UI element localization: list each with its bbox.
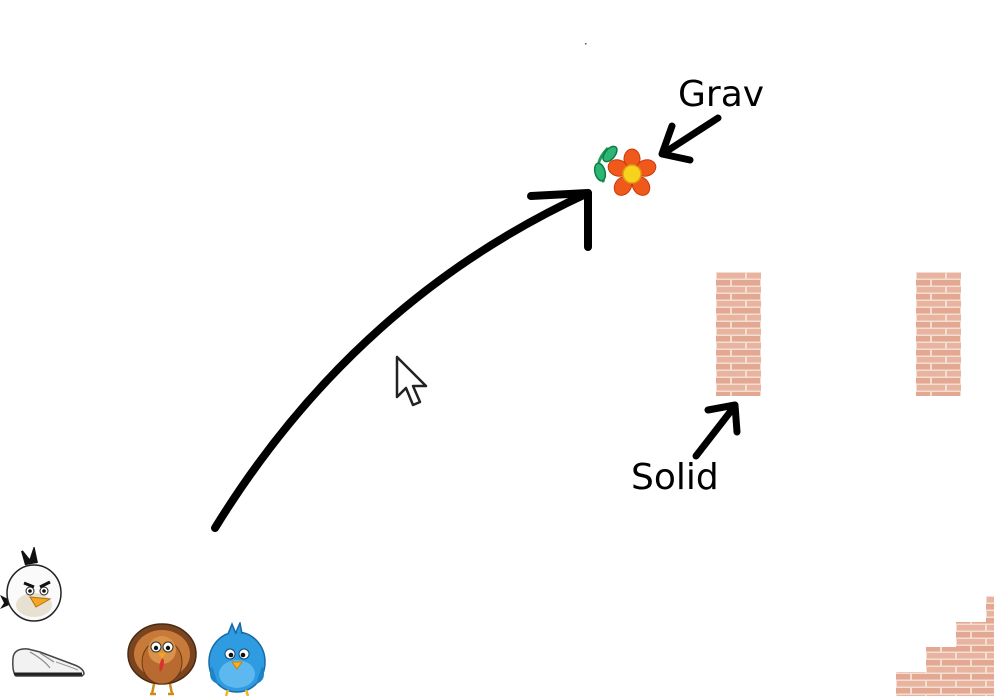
brick-wall-right[interactable] [916, 272, 961, 396]
turkey-icon[interactable] [126, 620, 198, 696]
brick-stairs[interactable] [896, 596, 994, 696]
solid-arrow-head [704, 401, 741, 436]
brick-wall-solid[interactable] [716, 272, 761, 396]
mouse-pointer-icon [395, 355, 433, 409]
trajectory-arc [211, 189, 592, 532]
solid-arrow-shaft [692, 403, 738, 460]
gravity-label: Grav [678, 74, 765, 115]
white-bird-icon[interactable] [0, 547, 64, 623]
trajectory-arrowhead [527, 189, 592, 251]
speck [585, 43, 587, 45]
flower-icon[interactable] [590, 140, 660, 202]
blue-bird-icon[interactable] [206, 622, 268, 696]
grav-arrow-head [658, 122, 694, 164]
shoe-icon[interactable] [10, 644, 86, 680]
grav-arrow-shaft [660, 114, 722, 157]
solid-label: Solid [631, 457, 719, 498]
